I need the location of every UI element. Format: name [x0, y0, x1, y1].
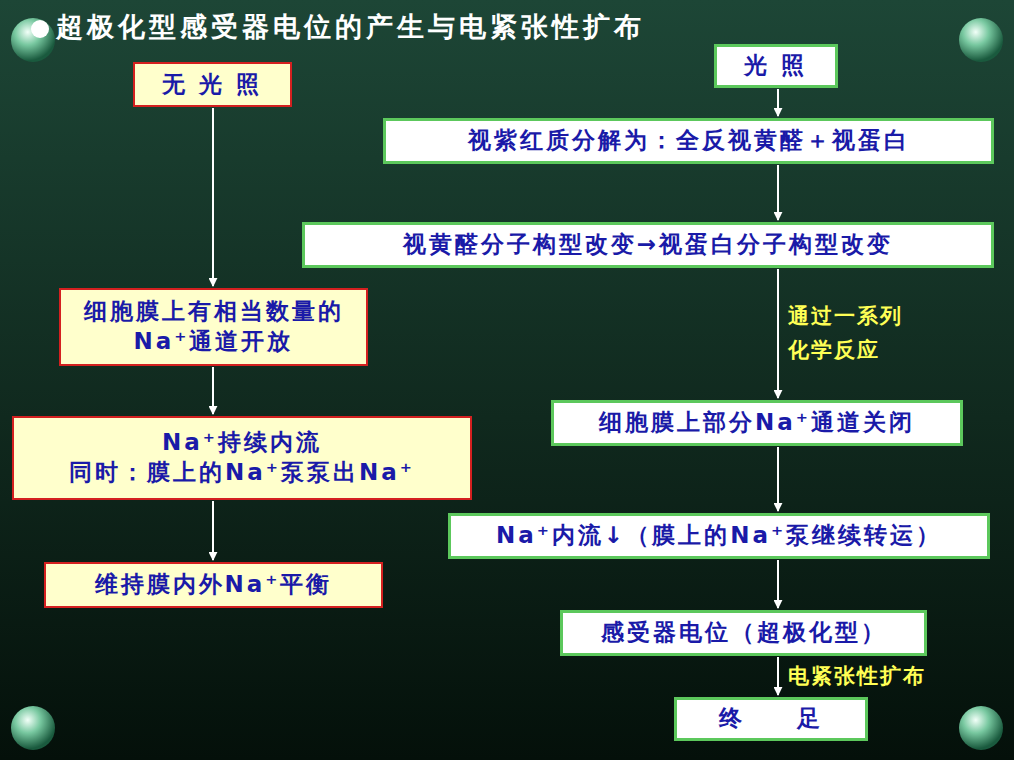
box-text: 视黄醛分子构型改变→视蛋白分子构型改变: [403, 230, 893, 260]
flow-arrow: [777, 447, 779, 511]
box-text: 感受器电位（超极化型）: [601, 618, 887, 648]
process-box: Na⁺内流↓（膜上的Na⁺泵继续转运）: [448, 513, 990, 559]
flow-arrow: [212, 367, 214, 414]
flow-arrow: [777, 269, 779, 398]
process-box: 维持膜内外Na⁺平衡: [44, 562, 383, 608]
flow-arrow: [212, 108, 214, 286]
box-text: 无 光 照: [162, 70, 262, 100]
corner-sphere: [959, 18, 1003, 62]
flow-arrow: [777, 89, 779, 116]
box-text: 细胞膜上有相当数量的Na⁺通道开放: [71, 297, 356, 357]
process-box: 无 光 照: [133, 62, 292, 107]
diagram-title: 超极化型感受器电位的产生与电紧张性扩布: [56, 9, 645, 45]
box-text: 同时：膜上的Na⁺泵泵出Na⁺: [69, 458, 415, 488]
process-box: 细胞膜上部分Na⁺通道关闭: [551, 400, 963, 446]
box-text: 终 足: [719, 704, 823, 734]
box-text: 细胞膜上部分Na⁺通道关闭: [599, 408, 915, 438]
box-text: 维持膜内外Na⁺平衡: [95, 570, 333, 600]
flow-arrow: [777, 657, 779, 695]
process-box: 光 照: [714, 44, 838, 88]
box-text: 光 照: [744, 51, 807, 81]
corner-sphere: [11, 706, 55, 750]
edge-label: 电紧张性扩布: [788, 660, 926, 694]
corner-sphere: [959, 706, 1003, 750]
corner-sphere: [11, 18, 55, 62]
process-box: Na⁺持续内流同时：膜上的Na⁺泵泵出Na⁺: [12, 416, 472, 500]
box-text: Na⁺持续内流: [162, 428, 322, 458]
flow-arrow: [777, 560, 779, 608]
edge-label: 通过一系列 化学反应: [788, 300, 910, 367]
process-box: 视黄醛分子构型改变→视蛋白分子构型改变: [302, 222, 994, 268]
flow-arrow: [212, 501, 214, 560]
box-text: Na⁺内流↓（膜上的Na⁺泵继续转运）: [496, 521, 942, 551]
process-box: 终 足: [674, 697, 868, 741]
process-box: 感受器电位（超极化型）: [560, 610, 927, 656]
title-bullet: [31, 20, 49, 38]
process-box: 视紫红质分解为：全反视黄醛＋视蛋白: [383, 118, 994, 164]
flow-arrow: [777, 165, 779, 220]
process-box: 细胞膜上有相当数量的Na⁺通道开放: [59, 288, 368, 366]
box-text: 视紫红质分解为：全反视黄醛＋视蛋白: [468, 126, 910, 156]
